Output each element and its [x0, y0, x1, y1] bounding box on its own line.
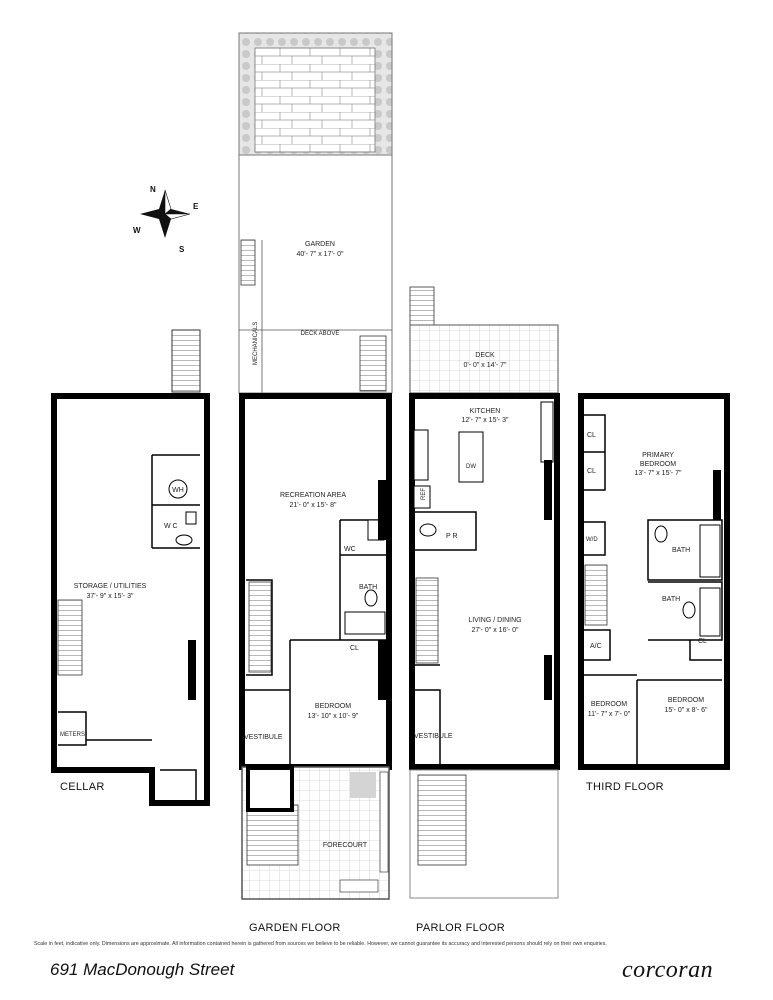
garden-dims: 40'- 7" x 17'- 0" — [297, 251, 344, 258]
recreation-dims: 21'- 0" x 15'- 8" — [290, 502, 337, 509]
floor-label-parlor: PARLOR FLOOR — [416, 922, 505, 934]
primary-dims: 13'- 7" x 15'- 7" — [635, 470, 682, 477]
compass-e: E — [193, 202, 199, 211]
wd-label: W/D — [586, 537, 598, 543]
bedroom-third-1-label: BEDROOM — [591, 701, 627, 708]
cl-third-2-label: CL — [587, 468, 596, 475]
disclaimer-text: Scale in feet, indicative only. Dimensio… — [34, 941, 607, 947]
property-address: 691 MacDonough Street — [50, 960, 235, 979]
compass: N E W S — [133, 185, 199, 254]
bath-third-1-label: BATH — [672, 547, 690, 554]
compass-s: S — [179, 245, 185, 254]
forecourt-label: FORECOURT — [323, 842, 368, 849]
bedroom-third-2-label: BEDROOM — [668, 697, 704, 704]
bedroom-garden-label: BEDROOM — [315, 703, 351, 710]
deck-label: DECK — [475, 352, 495, 359]
bedroom-third-2-dims: 15'- 0" x 8'- 6" — [664, 707, 708, 714]
kitchen-label: KITCHEN — [470, 408, 501, 415]
room-labels: GARDEN 40'- 7" x 17'- 0" MECHANICALS DEC… — [60, 241, 708, 849]
bedroom-garden-dims: 13'- 10" x 10'- 9" — [308, 713, 359, 720]
primary-label-2: BEDROOM — [640, 461, 676, 468]
storage-label: STORAGE / UTILITIES — [74, 583, 147, 590]
cellar-plan — [51, 329, 210, 806]
recreation-label: RECREATION AREA — [280, 492, 346, 499]
dw-label: DW — [466, 464, 476, 470]
compass-n: N — [150, 185, 156, 194]
wh-label: WH — [172, 487, 184, 494]
wc-garden-label: WC — [344, 546, 356, 553]
cl-third-1-label: CL — [587, 432, 596, 439]
parlor-floor-plan — [409, 286, 560, 899]
bath-third-2-label: BATH — [662, 596, 680, 603]
rear-garden — [238, 32, 393, 394]
deck-dims: 0'- 0" x 14'- 7" — [463, 362, 507, 369]
mechanicals-label: MECHANICALS — [253, 322, 259, 365]
ac-label: A/C — [590, 643, 602, 650]
vestibule-parlor-label: VESTIBULE — [414, 733, 453, 740]
third-floor-plan — [578, 393, 730, 770]
storage-dims: 37'- 9" x 15'- 3" — [87, 593, 134, 600]
garden-label: GARDEN — [305, 241, 335, 248]
cl-garden-label: CL — [350, 645, 359, 652]
living-label: LIVING / DINING — [468, 617, 521, 624]
cl-third-3-label: CL — [698, 638, 707, 645]
floor-labels: CELLAR GARDEN FLOOR PARLOR FLOOR THIRD F… — [60, 781, 664, 934]
floor-label-third: THIRD FLOOR — [586, 781, 664, 793]
living-dims: 27'- 0" x 16'- 0" — [472, 627, 519, 634]
pr-label: P R — [446, 533, 458, 540]
kitchen-dims: 12'- 7" x 15'- 3" — [462, 417, 509, 424]
vestibule-garden-label: VESTIBULE — [244, 734, 283, 741]
bath-garden-label: BATH — [359, 584, 377, 591]
brand-logo: corcoran — [622, 957, 714, 983]
meters-label: METERS — [60, 732, 85, 738]
floor-label-cellar: CELLAR — [60, 781, 105, 793]
bedroom-third-1-dims: 11'- 7" x 7'- 0" — [588, 711, 631, 718]
wc-cellar-label: W C — [164, 523, 178, 530]
ref-label: REF — [421, 488, 427, 500]
primary-label-1: PRIMARY — [642, 452, 674, 459]
floor-label-garden: GARDEN FLOOR — [249, 922, 341, 934]
deck-above-label: DECK ABOVE — [301, 331, 340, 337]
compass-w: W — [133, 226, 141, 235]
garden-floor-plan — [239, 393, 392, 900]
